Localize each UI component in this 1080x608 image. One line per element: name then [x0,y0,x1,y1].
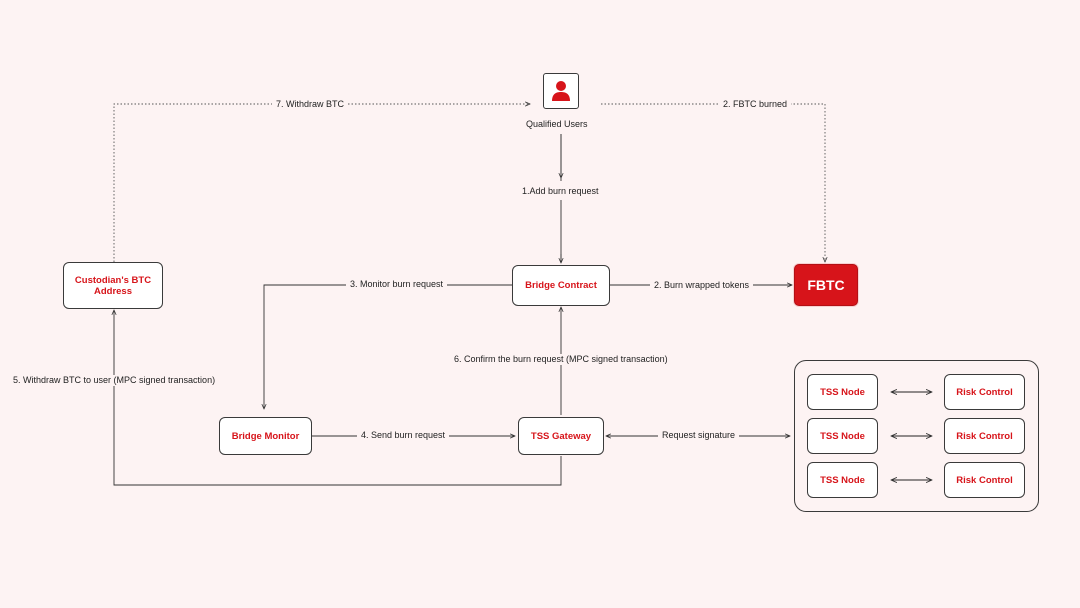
bridge-monitor-label: Bridge Monitor [231,430,300,442]
fbtc-label: FBTC [807,276,845,293]
tss-node-label: TSS Node [820,474,865,486]
custodian-btc-address: Custodian's BTC Address [63,262,163,309]
bridge-contract: Bridge Contract [512,265,610,306]
risk-control-label: Risk Control [956,386,1013,398]
fbtc-token: FBTC [794,264,858,306]
tss-node-label: TSS Node [820,430,865,442]
qualified-users-label: Qualified Users [526,119,588,130]
tss-node-label: TSS Node [820,386,865,398]
label-withdraw-to-user: 5. Withdraw BTC to user (MPC signed tran… [9,375,220,386]
tss-gateway: TSS Gateway [518,417,604,455]
risk-control: Risk Control [944,418,1025,454]
bridge-monitor: Bridge Monitor [219,417,312,455]
tss-gateway-label: TSS Gateway [530,430,592,442]
user-icon [543,73,579,109]
edge-withdraw-to-user [114,310,562,486]
tss-node: TSS Node [807,418,878,454]
label-confirm-burn: 6. Confirm the burn request (MPC signed … [450,354,672,365]
bridge-contract-label: Bridge Contract [525,280,597,291]
label-burn-wrapped: 2. Burn wrapped tokens [650,280,754,291]
label-fbtc-burned: 2. FBTC burned [719,99,792,110]
edge-withdraw-btc [113,104,530,262]
label-request-signature: Request signature [658,430,740,441]
risk-control-label: Risk Control [956,474,1013,486]
risk-control-label: Risk Control [956,430,1013,442]
custodian-label: Custodian's BTC Address [74,274,152,297]
tss-cluster [794,360,1039,512]
tss-node: TSS Node [807,462,878,498]
label-send-burn: 4. Send burn request [357,430,450,441]
risk-control: Risk Control [944,462,1025,498]
risk-control: Risk Control [944,374,1025,410]
label-withdraw-btc: 7. Withdraw BTC [272,99,349,110]
label-monitor-burn: 3. Monitor burn request [346,279,448,290]
edge-fbtc-burned [601,103,825,262]
label-add-burn: 1.Add burn request [518,186,603,197]
tss-node: TSS Node [807,374,878,410]
edge-monitor-burn [264,284,512,409]
